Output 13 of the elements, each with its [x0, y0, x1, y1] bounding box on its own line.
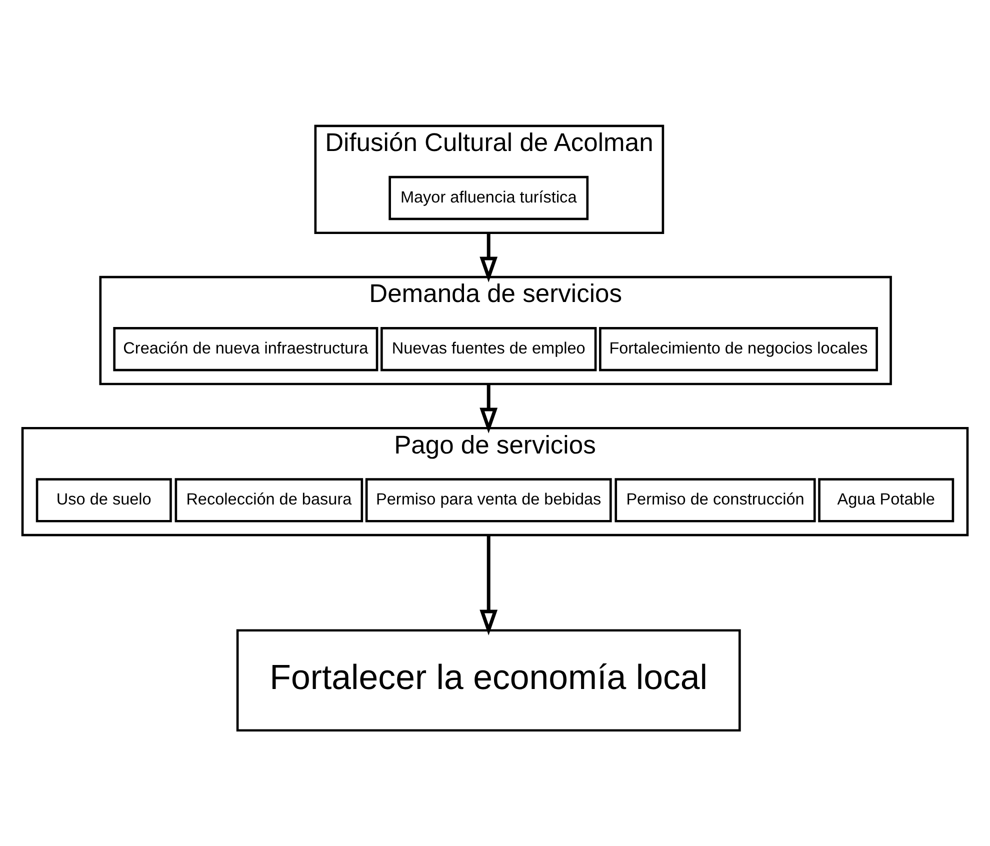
node-box: Fortalecer la economía local	[236, 628, 741, 732]
node-box: Nuevas fuentes de empleo	[380, 326, 597, 371]
arrow	[480, 383, 498, 433]
node-box: Fortalecimiento de negocios locales	[599, 326, 878, 371]
arrow	[480, 232, 498, 282]
arrow	[480, 534, 498, 635]
node-box: Recolección de basura	[174, 478, 364, 522]
node-box: Permiso para venta de bebidas	[365, 478, 612, 522]
node-box: Agua Potable	[818, 478, 954, 522]
node-box: Mayor afluencia turística	[388, 175, 589, 220]
node-box: Permiso de construcción	[614, 478, 816, 522]
node-box: Creación de nueva infraestructura	[113, 326, 378, 371]
node-box: Uso de suelo	[36, 478, 172, 522]
